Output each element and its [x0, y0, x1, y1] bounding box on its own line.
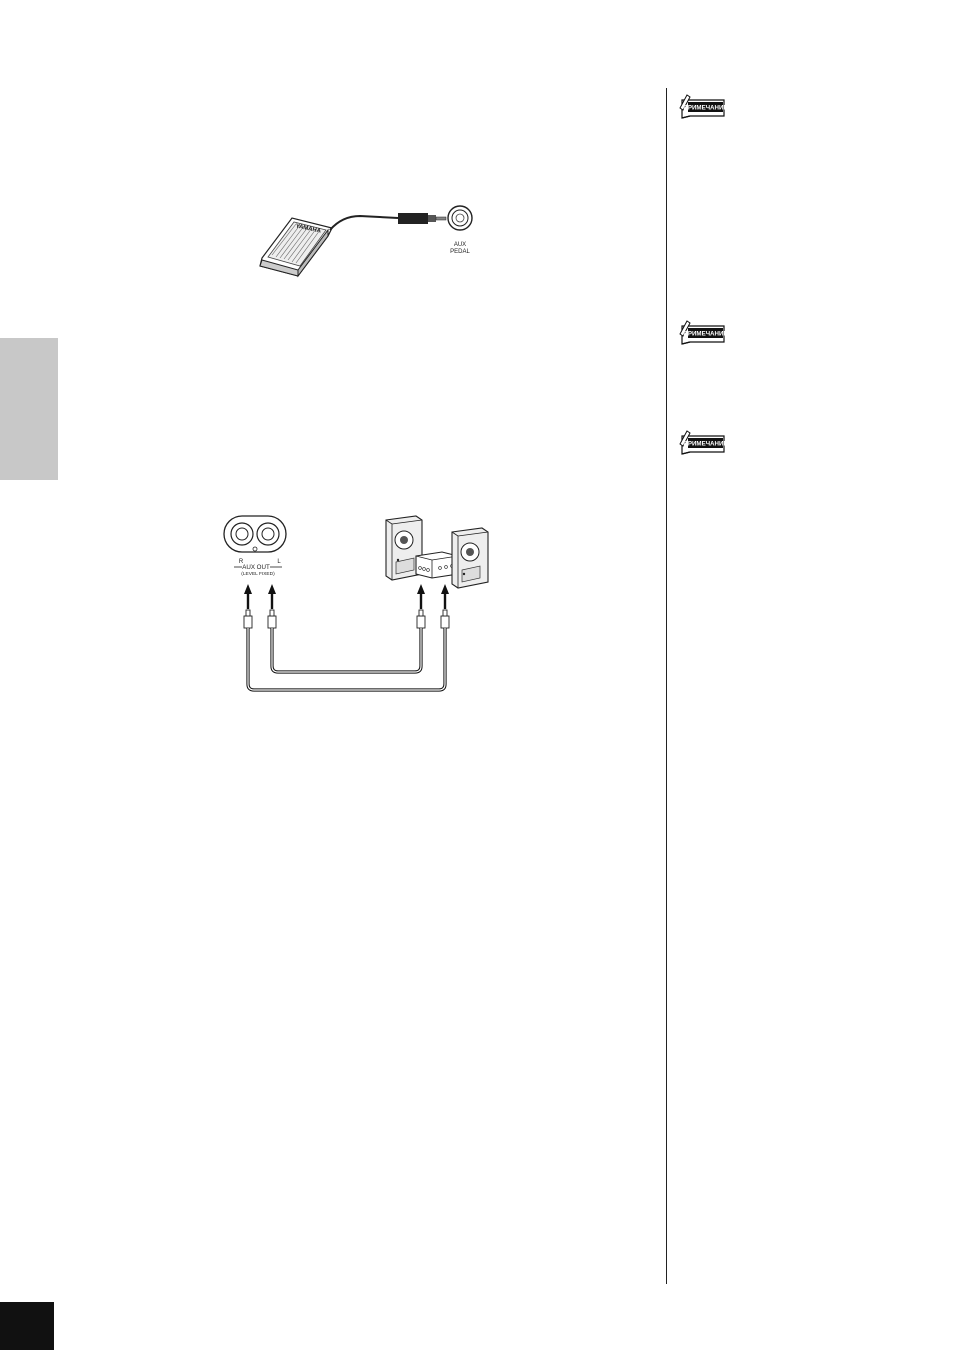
right-speaker-icon — [451, 527, 489, 589]
pencil-icon — [679, 94, 691, 111]
margin-divider — [666, 88, 667, 1284]
arrow-icons — [244, 584, 449, 609]
page-number-block — [0, 1302, 54, 1350]
aux-jack-label-bottom: PEDAL — [450, 249, 470, 255]
phone-plug-icon — [398, 213, 447, 224]
section-tab — [0, 338, 58, 480]
aux-out-sublabel: (LEVEL FIXED) — [241, 571, 275, 577]
cable-left-channel — [270, 628, 423, 674]
pencil-icon — [679, 320, 691, 337]
aux-out-jacks-icon — [223, 515, 287, 553]
cable-right-channel — [246, 628, 447, 692]
rca-plug-icons — [243, 609, 450, 629]
left-speaker-icon — [385, 515, 423, 581]
pedal-brand-label: YAMAHA — [295, 223, 322, 234]
note-label: ПРИМЕЧАНИЕ — [683, 331, 727, 338]
note-badge: ПРИМЕЧАНИЕ — [678, 92, 728, 122]
note-badge: ПРИМЕЧАНИЕ — [678, 428, 728, 458]
pencil-icon — [679, 430, 691, 447]
pedal-cable — [329, 214, 399, 231]
aux-out-label: AUX OUT — [242, 564, 270, 571]
aux-pedal-jack-icon — [447, 205, 473, 231]
aux-jack-label-top: AUX — [454, 242, 466, 248]
aux-out-connection-figure: R L AUX OUT (LEVEL FIXED) — [220, 508, 500, 696]
aux-left-label: L — [277, 559, 281, 565]
note-badge: ПРИМЕЧАНИЕ — [678, 318, 728, 348]
note-label: ПРИМЕЧАНИЕ — [683, 105, 727, 112]
pedal-connection-figure: YAMAHA AUX PEDAL — [250, 200, 490, 280]
foot-pedal-icon: YAMAHA — [259, 217, 333, 278]
aux-right-label: R — [239, 559, 244, 565]
note-label: ПРИМЕЧАНИЕ — [683, 441, 727, 448]
